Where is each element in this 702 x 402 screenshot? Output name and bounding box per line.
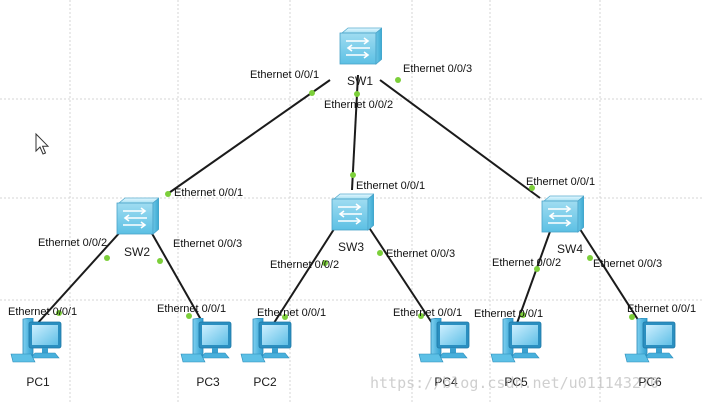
port-label-sw4: Ethernet 0/0/1 [526, 176, 595, 188]
port-label-pc4: Ethernet 0/0/1 [393, 307, 462, 319]
mouse-cursor-icon [35, 132, 50, 155]
link-sw3-pc2[interactable] [271, 225, 337, 327]
pc1-pc-icon[interactable] [10, 318, 62, 363]
port-dot-sw3[interactable] [377, 250, 383, 256]
pc4-pc-icon[interactable] [418, 318, 470, 363]
port-dot-pc2[interactable] [282, 314, 288, 320]
device-label-sw1: SW1 [347, 74, 373, 88]
port-dot-pc1[interactable] [56, 310, 62, 316]
link-sw3-pc4[interactable] [367, 225, 435, 327]
port-label-sw1: Ethernet 0/0/2 [324, 99, 393, 111]
port-dot-pc4[interactable] [418, 313, 424, 319]
port-label-sw4: Ethernet 0/0/3 [593, 258, 662, 270]
sw2-switch-icon[interactable] [116, 197, 159, 235]
port-dot-pc3[interactable] [186, 313, 192, 319]
port-label-sw3: Ethernet 0/0/1 [356, 180, 425, 192]
sw1-switch-icon[interactable] [339, 27, 382, 65]
port-dot-sw1[interactable] [309, 90, 315, 96]
port-label-pc6: Ethernet 0/0/1 [627, 303, 696, 315]
port-label-sw1: Ethernet 0/0/3 [403, 63, 472, 75]
device-label-pc2: PC2 [253, 375, 277, 389]
link-sw1-sw4[interactable] [379, 79, 541, 199]
device-label-sw4: SW4 [557, 242, 583, 256]
port-label-sw3: Ethernet 0/0/3 [386, 248, 455, 260]
port-dot-sw1[interactable] [354, 91, 360, 97]
port-dot-sw1[interactable] [395, 77, 401, 83]
link-sw4-pc5[interactable] [515, 225, 553, 327]
pc6-pc-icon[interactable] [624, 318, 676, 363]
device-label-sw2: SW2 [124, 245, 150, 259]
pc5-pc-icon[interactable] [490, 318, 542, 363]
port-dot-sw3[interactable] [350, 172, 356, 178]
port-label-pc1: Ethernet 0/0/1 [8, 306, 77, 318]
device-label-pc4: PC4 [434, 375, 458, 389]
port-dot-pc6[interactable] [629, 314, 635, 320]
port-dot-sw2[interactable] [104, 255, 110, 261]
sw4-switch-icon[interactable] [541, 195, 584, 233]
port-label-sw3: Ethernet 0/0/2 [270, 259, 339, 271]
port-label-pc5: Ethernet 0/0/1 [474, 308, 543, 320]
link-sw1-sw2[interactable] [165, 79, 331, 196]
device-label-pc1: PC1 [26, 375, 50, 389]
port-dot-pc5[interactable] [520, 312, 526, 318]
port-label-sw4: Ethernet 0/0/2 [492, 257, 561, 269]
port-dot-sw3[interactable] [322, 260, 328, 266]
port-dot-sw2[interactable] [165, 191, 171, 197]
device-label-sw3: SW3 [338, 240, 364, 254]
sw3-switch-icon[interactable] [331, 193, 374, 231]
link-sw2-pc1[interactable] [35, 229, 123, 326]
port-label-pc3: Ethernet 0/0/1 [157, 303, 226, 315]
port-dot-sw4[interactable] [587, 255, 593, 261]
pc3-pc-icon[interactable] [180, 318, 232, 363]
link-sw2-pc3[interactable] [149, 229, 205, 326]
port-label-sw2: Ethernet 0/0/2 [38, 237, 107, 249]
port-label-sw1: Ethernet 0/0/1 [250, 69, 319, 81]
port-label-sw2: Ethernet 0/0/3 [173, 238, 242, 250]
device-label-pc3: PC3 [196, 375, 220, 389]
port-dot-sw4[interactable] [529, 185, 535, 191]
port-label-sw2: Ethernet 0/0/1 [174, 187, 243, 199]
pc2-pc-icon[interactable] [240, 318, 292, 363]
device-label-pc6: PC6 [638, 375, 662, 389]
device-label-pc5: PC5 [504, 375, 528, 389]
port-label-pc2: Ethernet 0/0/1 [257, 307, 326, 319]
link-sw4-pc6[interactable] [577, 225, 643, 327]
port-dot-sw2[interactable] [157, 258, 163, 264]
watermark-text: https://blog.csdn.net/u011143270 [370, 374, 659, 392]
port-dot-sw4[interactable] [534, 266, 540, 272]
